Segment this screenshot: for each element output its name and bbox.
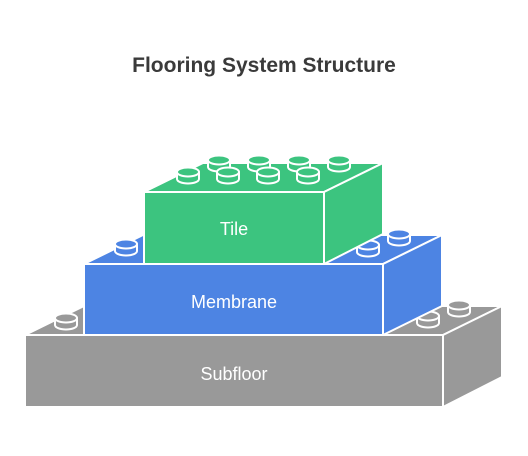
tile-stud [256, 166, 280, 185]
subfloor-label: Subfloor [200, 364, 267, 384]
tile-stud [296, 166, 320, 185]
tile-label: Tile [220, 219, 248, 239]
tile-stud [216, 166, 240, 185]
tile-stud [176, 166, 200, 185]
subfloor-front-face [24, 334, 444, 408]
membrane-stud [387, 228, 411, 247]
membrane-stud [114, 238, 138, 257]
membrane-front-face [83, 263, 384, 336]
subfloor-stud [447, 299, 471, 318]
diagram-title: Flooring System Structure [132, 54, 396, 77]
membrane-label: Membrane [191, 292, 277, 312]
subfloor-stud [54, 312, 78, 331]
tile-block: Tile [143, 154, 384, 265]
tile-front-face [143, 191, 325, 265]
tile-stud [327, 154, 351, 173]
